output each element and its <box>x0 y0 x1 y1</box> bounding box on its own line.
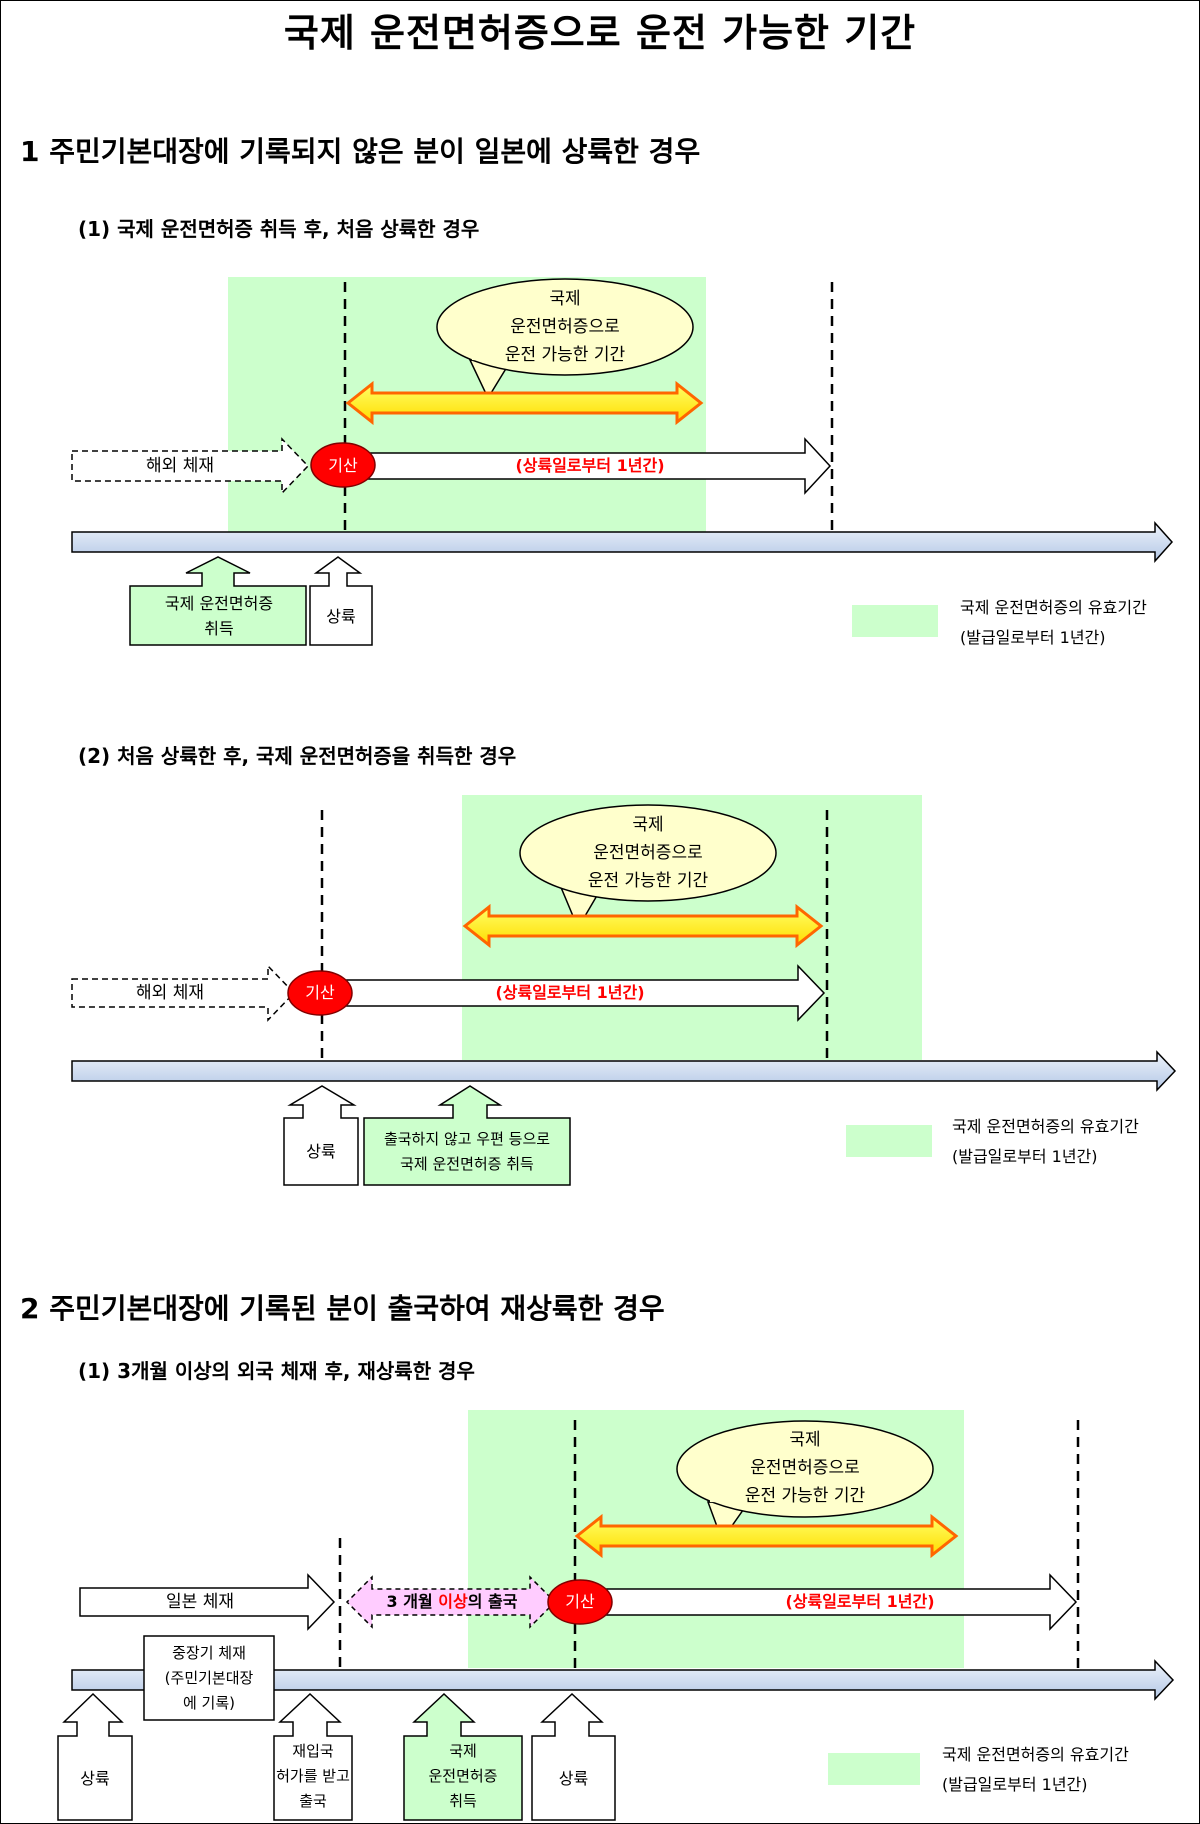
period-arrow-2 <box>321 964 826 1022</box>
landing-box-text-3b: 상륙 <box>558 1768 589 1788</box>
origin-circle-1 <box>310 442 376 488</box>
reentry-callout-3 <box>273 1692 353 1821</box>
balloon-shape-3 <box>676 1420 934 1518</box>
midlong-stay-box-3 <box>143 1635 275 1721</box>
balloon-text-2: 국제 운전면허증으로 운전 가능한 기간 <box>587 815 709 891</box>
section1-case2-heading: (2) 처음 상륙한 후, 국제 운전면허증을 취득한 경우 <box>78 744 517 768</box>
legend-text-2: 국제 운전면허증의 유효기간(발급일로부터 1년간) <box>952 1117 1139 1166</box>
legend-swatch-2 <box>846 1125 932 1157</box>
legend-swatch-3 <box>828 1753 920 1785</box>
departure-arrow-3 <box>345 1575 557 1629</box>
overseas-stay-arrow-2 <box>71 964 296 1022</box>
valid-period-double-arrow-3 <box>574 1513 959 1559</box>
japan-stay-arrow-3 <box>79 1573 336 1631</box>
origin-label-3: 기산 <box>565 1592 595 1611</box>
period-label-2: (상륙일로부터 1년간) <box>495 983 645 1002</box>
balloon-text-3: 국제 운전면허증으로 운전 가능한 기간 <box>744 1430 866 1506</box>
license-callout-1 <box>129 556 307 646</box>
overseas-stay-label-2: 해외 체재 <box>136 983 204 1003</box>
origin-label-1: 기산 <box>328 456 358 475</box>
timeline-arrow-1 <box>71 521 1174 563</box>
origin-circle-3 <box>547 1579 613 1625</box>
departure-label-3: 3 개월 이상의 출국 <box>386 1592 518 1611</box>
section2-case1-heading: (1) 3개월 이상의 외국 체재 후, 재상륙한 경우 <box>78 1359 475 1383</box>
legend-text-1: 국제 운전면허증의 유효기간(발급일로부터 1년간) <box>960 598 1147 647</box>
landing-box-text-2: 상륙 <box>306 1142 336 1161</box>
overseas-stay-arrow-1 <box>71 437 310 495</box>
period-arrow-3 <box>579 1573 1078 1631</box>
landing-callout-3b <box>531 1692 616 1821</box>
section1-heading: 1 주민기본대장에 기록되지 않은 분이 일본에 상륙한 경우 <box>20 135 701 168</box>
valid-period-double-arrow-2 <box>462 903 824 949</box>
balloon-shape-1 <box>436 278 694 376</box>
license-callout-2 <box>363 1085 571 1186</box>
period-label-1: (상륙일로부터 1년간) <box>515 456 665 475</box>
legend-text-3: 국제 운전면허증의 유효기간(발급일로부터 1년간) <box>942 1745 1129 1794</box>
overseas-stay-label-1: 해외 체재 <box>146 456 214 476</box>
timeline-arrow-2 <box>71 1050 1177 1092</box>
landing-callout-2 <box>283 1085 359 1186</box>
origin-label-2: 기산 <box>305 983 335 1002</box>
period-arrow-1 <box>344 437 832 495</box>
balloon-shape-2 <box>519 804 777 902</box>
landing-callout-1 <box>309 556 373 646</box>
landing-callout-3a <box>57 1692 133 1821</box>
landing-box-text-1: 상륙 <box>326 606 356 626</box>
legend-swatch-1 <box>852 605 938 637</box>
section2-heading: 2 주민기본대장에 기록된 분이 출국하여 재상륙한 경우 <box>20 1292 665 1325</box>
period-label-3: (상륙일로부터 1년간) <box>785 1592 935 1611</box>
origin-circle-2 <box>287 970 353 1016</box>
page-title: 국제 운전면허증으로 운전 가능한 기간 <box>283 11 917 55</box>
landing-box-text-3a: 상륙 <box>80 1768 110 1788</box>
valid-period-double-arrow-1 <box>345 380 704 426</box>
balloon-text-1: 국제 운전면허증으로 운전 가능한 기간 <box>504 289 626 365</box>
japan-stay-label-3: 일본 체재 <box>166 1592 234 1612</box>
section1-case1-heading: (1) 국제 운전면허증 취득 후, 처음 상륙한 경우 <box>78 217 480 241</box>
license-callout-3 <box>403 1692 523 1821</box>
